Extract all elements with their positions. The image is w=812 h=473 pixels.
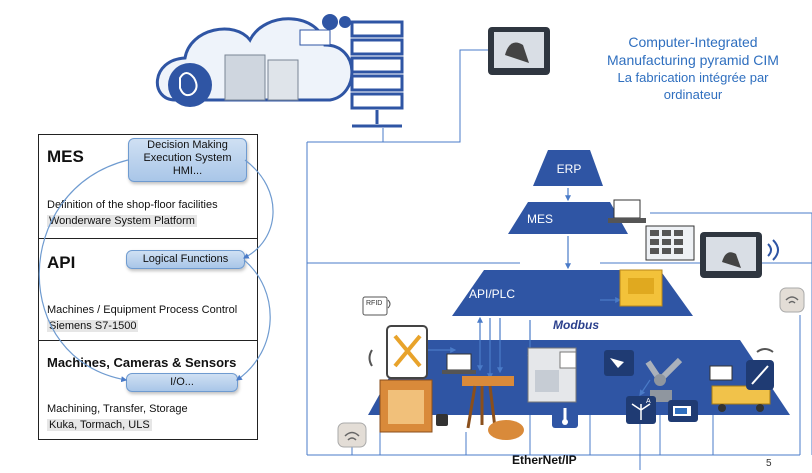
title-line-4: ordinateur — [663, 87, 723, 102]
wifi-box-icon — [337, 422, 367, 448]
plc-icon — [619, 269, 663, 307]
mes-description: Definition of the shop-floor facilities — [47, 199, 218, 211]
robot-arm-icon — [645, 357, 683, 402]
tier-api-label: API/PLC — [468, 287, 516, 301]
cloud-illustration — [155, 14, 354, 107]
mes-bubble-line-1: Decision Making — [147, 139, 228, 151]
axis-letter: A — [646, 398, 651, 405]
field-laptop-icon — [442, 353, 476, 374]
mes-bubble: Decision Making Execution System HMI... — [128, 138, 247, 182]
tier-connectors — [420, 188, 651, 396]
battery-icon — [668, 400, 698, 422]
network-lines — [306, 49, 812, 470]
tier-erp — [533, 150, 603, 186]
keypad-icon — [645, 225, 695, 261]
api-example: Siemens S7-1500 — [47, 320, 139, 332]
tablet-hmi-icon — [488, 27, 550, 75]
tier-mes — [508, 202, 628, 234]
laptop-icon — [608, 199, 646, 223]
tier-mes-label: MES — [526, 212, 553, 226]
api-bubble-line-1: Logical Functions — [142, 253, 229, 265]
rfid-icon — [362, 296, 391, 316]
rfid-label: RFID — [366, 300, 383, 307]
measuring-arm-icon — [462, 376, 524, 440]
3d-printer-icon — [379, 379, 433, 433]
title-line-2: Manufacturing pyramid CIM — [607, 52, 779, 68]
tier-erp-label: ERP — [556, 162, 582, 176]
machines-description: Machining, Transfer, Storage — [47, 403, 188, 415]
machines-heading: Machines, Cameras & Sensors — [47, 355, 237, 370]
wireless-sensor-icon — [779, 287, 805, 313]
api-heading: API — [47, 253, 76, 272]
touch-screen-icon — [700, 232, 779, 278]
title-line-1: Computer-Integrated — [628, 34, 758, 50]
tools-tablet-icon — [368, 325, 428, 379]
sensor-node-icon — [436, 414, 448, 426]
modbus-label: Modbus — [553, 318, 599, 332]
api-bubble: Logical Functions — [126, 250, 245, 269]
no-signal-icon — [746, 348, 774, 390]
left-curve-arrows — [38, 159, 274, 383]
mes-bubble-line-3: HMI... — [172, 165, 203, 177]
page-number: 5 — [766, 458, 772, 469]
api-description: Machines / Equipment Process Control — [47, 304, 238, 316]
mes-heading: MES — [47, 147, 84, 166]
mes-bubble-line-2: Execution System — [143, 152, 232, 164]
io-bubble-line-1: I/O... — [170, 376, 194, 388]
axis-sensor-icon — [626, 396, 656, 424]
title-block: Computer-Integrated Manufacturing pyrami… — [588, 33, 798, 103]
machines-example: Kuka, Tormach, ULS — [47, 419, 152, 431]
agv-icon — [709, 365, 771, 412]
thermometer-icon — [552, 404, 578, 428]
ethernet-label: EtherNet/IP — [512, 453, 577, 467]
cnc-machine-icon — [527, 347, 577, 403]
mes-example: Wonderware System Platform — [47, 215, 197, 227]
io-bubble: I/O... — [126, 373, 238, 392]
server-icon — [350, 20, 404, 128]
title-line-3: La fabrication intégrée par — [617, 70, 769, 85]
camera-icon — [604, 350, 634, 376]
